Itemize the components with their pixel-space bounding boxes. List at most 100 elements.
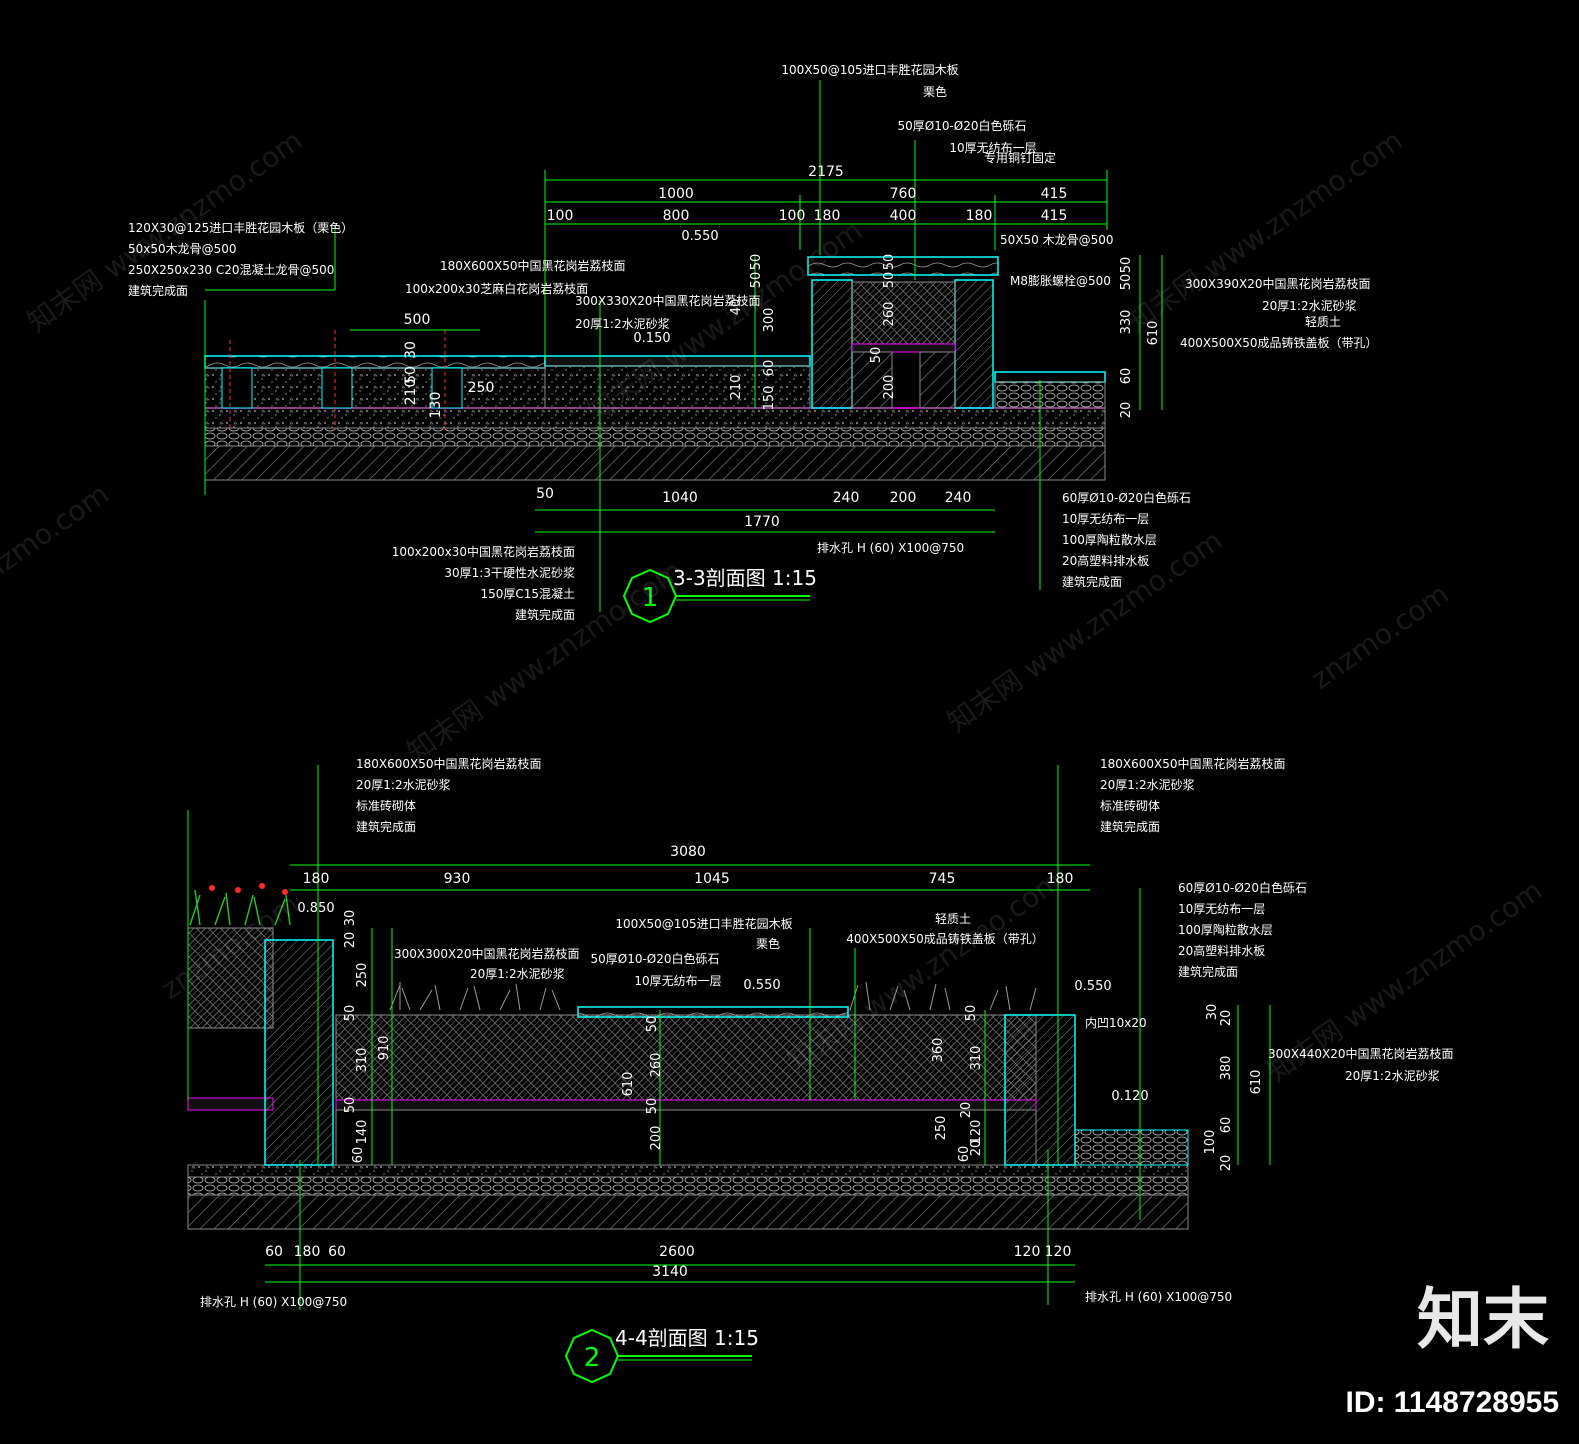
dimension-text: 20 [343,932,358,949]
label-text: 100X50@105进口丰胜花园木板 [781,62,958,77]
dimension-text: 240 [945,490,972,506]
dimension-text: 60 [265,1244,283,1260]
dimension-text: 100 [1203,1130,1218,1155]
dimension-text: 415 [1041,186,1068,202]
dimension-text: 3080 [670,844,706,860]
s1-dimension-lines [205,80,1163,612]
s1-paving-substrate [544,365,811,409]
label-text: 标准砖砌体 [1100,798,1160,813]
dimension-text: 140 [355,1120,370,1145]
dimension-text: 30 [1205,1004,1220,1021]
dimension-text: 100 [779,208,806,224]
label-text: 轻质土 [1305,315,1341,329]
label-text: 300X300X20中国黑花岗岩荔枝面 [394,946,580,961]
dimension-text: 200 [890,490,917,506]
s1-wood-deck [204,355,546,369]
s1-keel-1 [221,367,253,409]
dimension-text: 310 [355,1048,370,1073]
s2-shrub [189,889,291,926]
dimension-text: 910 [377,1036,392,1061]
label-text: 50x50木龙骨@500 [128,242,237,256]
section-number: 2 [584,1343,601,1373]
dimension-text: 610 [1249,1070,1264,1095]
s2-left-wall [264,939,334,1166]
dimension-text: 360 [931,1038,946,1063]
dimension-text: 1040 [662,490,698,506]
s1-bench-top [807,256,999,276]
label-text: 100x200x30芝麻白花岗岩荔枝面 [405,281,588,296]
dimension-text: 180 [1047,871,1074,887]
label-text: 20厚1:2水泥砂浆 [470,966,565,981]
s1-gravel-layer [204,427,1106,447]
label-text: 180X600X50中国黑花岗岩荔枝面 [1100,756,1286,771]
label-text: 250X250x230 C20混凝土龙骨@500 [128,262,334,277]
level-mark: 0.550 [681,229,718,244]
s1-keel-2 [321,367,353,409]
s1-title-badge [622,568,678,624]
label-text: 建筑完成面 [128,283,188,298]
dimension-text: 800 [663,208,690,224]
label-text: 10厚无纺布一层 [1062,512,1149,526]
section-title: 4-4剖面图 1:15 [615,1326,759,1350]
label-text: 300X390X20中国黑花岗岩荔枝面 [1185,276,1371,291]
dimension-text: 200 [649,1126,664,1151]
dimension-text: 60 [1119,368,1134,385]
dimension-text: 150 [762,386,777,411]
label-text: 栗色 [756,937,780,951]
label-text: 100厚陶粒散水层 [1062,532,1157,547]
s1-drain-board [851,343,956,353]
dimension-text: 120 [969,1120,984,1145]
label-text: 120X30@125进口丰胜花园木板（栗色） [128,220,353,235]
label-text: M8膨胀螺栓@500 [1010,273,1111,288]
dimension-text: 1770 [744,514,780,530]
s2-dimension-lines [265,765,1271,1310]
label-text: 建筑完成面 [356,819,416,834]
label-text: 建筑完成面 [1178,964,1238,979]
s1-wall-left [811,279,853,409]
dimension-text: 50 [1119,274,1134,291]
s1-concrete-base [204,407,1106,429]
dimension-text: 50 [645,1016,660,1033]
s1-keel-3 [431,367,463,409]
label-text: 栗色 [923,85,947,99]
dimension-text: 500 [404,312,431,328]
dimension-text: 760 [890,186,917,202]
label-text: 专用铜钉固定 [984,150,1056,165]
label-text: 100X50@105进口丰胜花园木板 [615,916,792,931]
dimension-text: 210 [729,375,744,400]
label-text: 建筑完成面 [515,607,575,622]
dimension-text: 250 [934,1116,949,1141]
dimension-text: 180 [966,208,993,224]
s2-flowers [209,883,288,895]
s2-plants [389,981,1037,1011]
label-text: 50X50 木龙骨@500 [1000,233,1113,247]
s1-gravel-drain [994,381,1106,409]
s2-right-wall [1004,1014,1076,1166]
dimension-text: 30 [343,910,358,927]
level-mark: 0.550 [1074,979,1111,994]
drain-label: 排水孔 H (60) X100@750 [200,1295,347,1309]
dimension-text: 180 [303,871,330,887]
dimension-text: 50 [645,1098,660,1115]
level-mark: 0.120 [1111,1089,1148,1104]
label-text: 300X330X20中国黑花岗岩荔枝面 [575,293,761,308]
dimension-text: 200 [882,375,897,400]
dimension-text: 330 [1119,310,1134,335]
brand-logo: 知末 [1417,1281,1549,1358]
dimension-text: 20 [1219,1010,1234,1027]
dimension-text: 3140 [652,1264,688,1280]
label-text: 20高塑料排水板 [1178,943,1265,958]
label-text: 标准砖砌体 [356,798,416,813]
label-text: 10厚无纺布一层 [949,141,1036,155]
dimension-text: 2600 [659,1244,695,1260]
label-text: 400X500X50成品铸铁盖板（带孔） [846,931,1044,946]
label-text: 60厚Ø10-Ø20白色砾石 [1178,880,1307,895]
label-text: 100x200x30中国黑花岗岩荔枝面 [392,544,575,559]
label-text: 180X600X50中国黑花岗岩荔枝面 [440,258,626,273]
label-text: 10厚无纺布一层 [634,974,721,988]
dimension-text: 50 [343,1097,358,1114]
label-text: 150厚C15混凝土 [480,586,575,601]
dimension-text: 260 [882,302,897,327]
